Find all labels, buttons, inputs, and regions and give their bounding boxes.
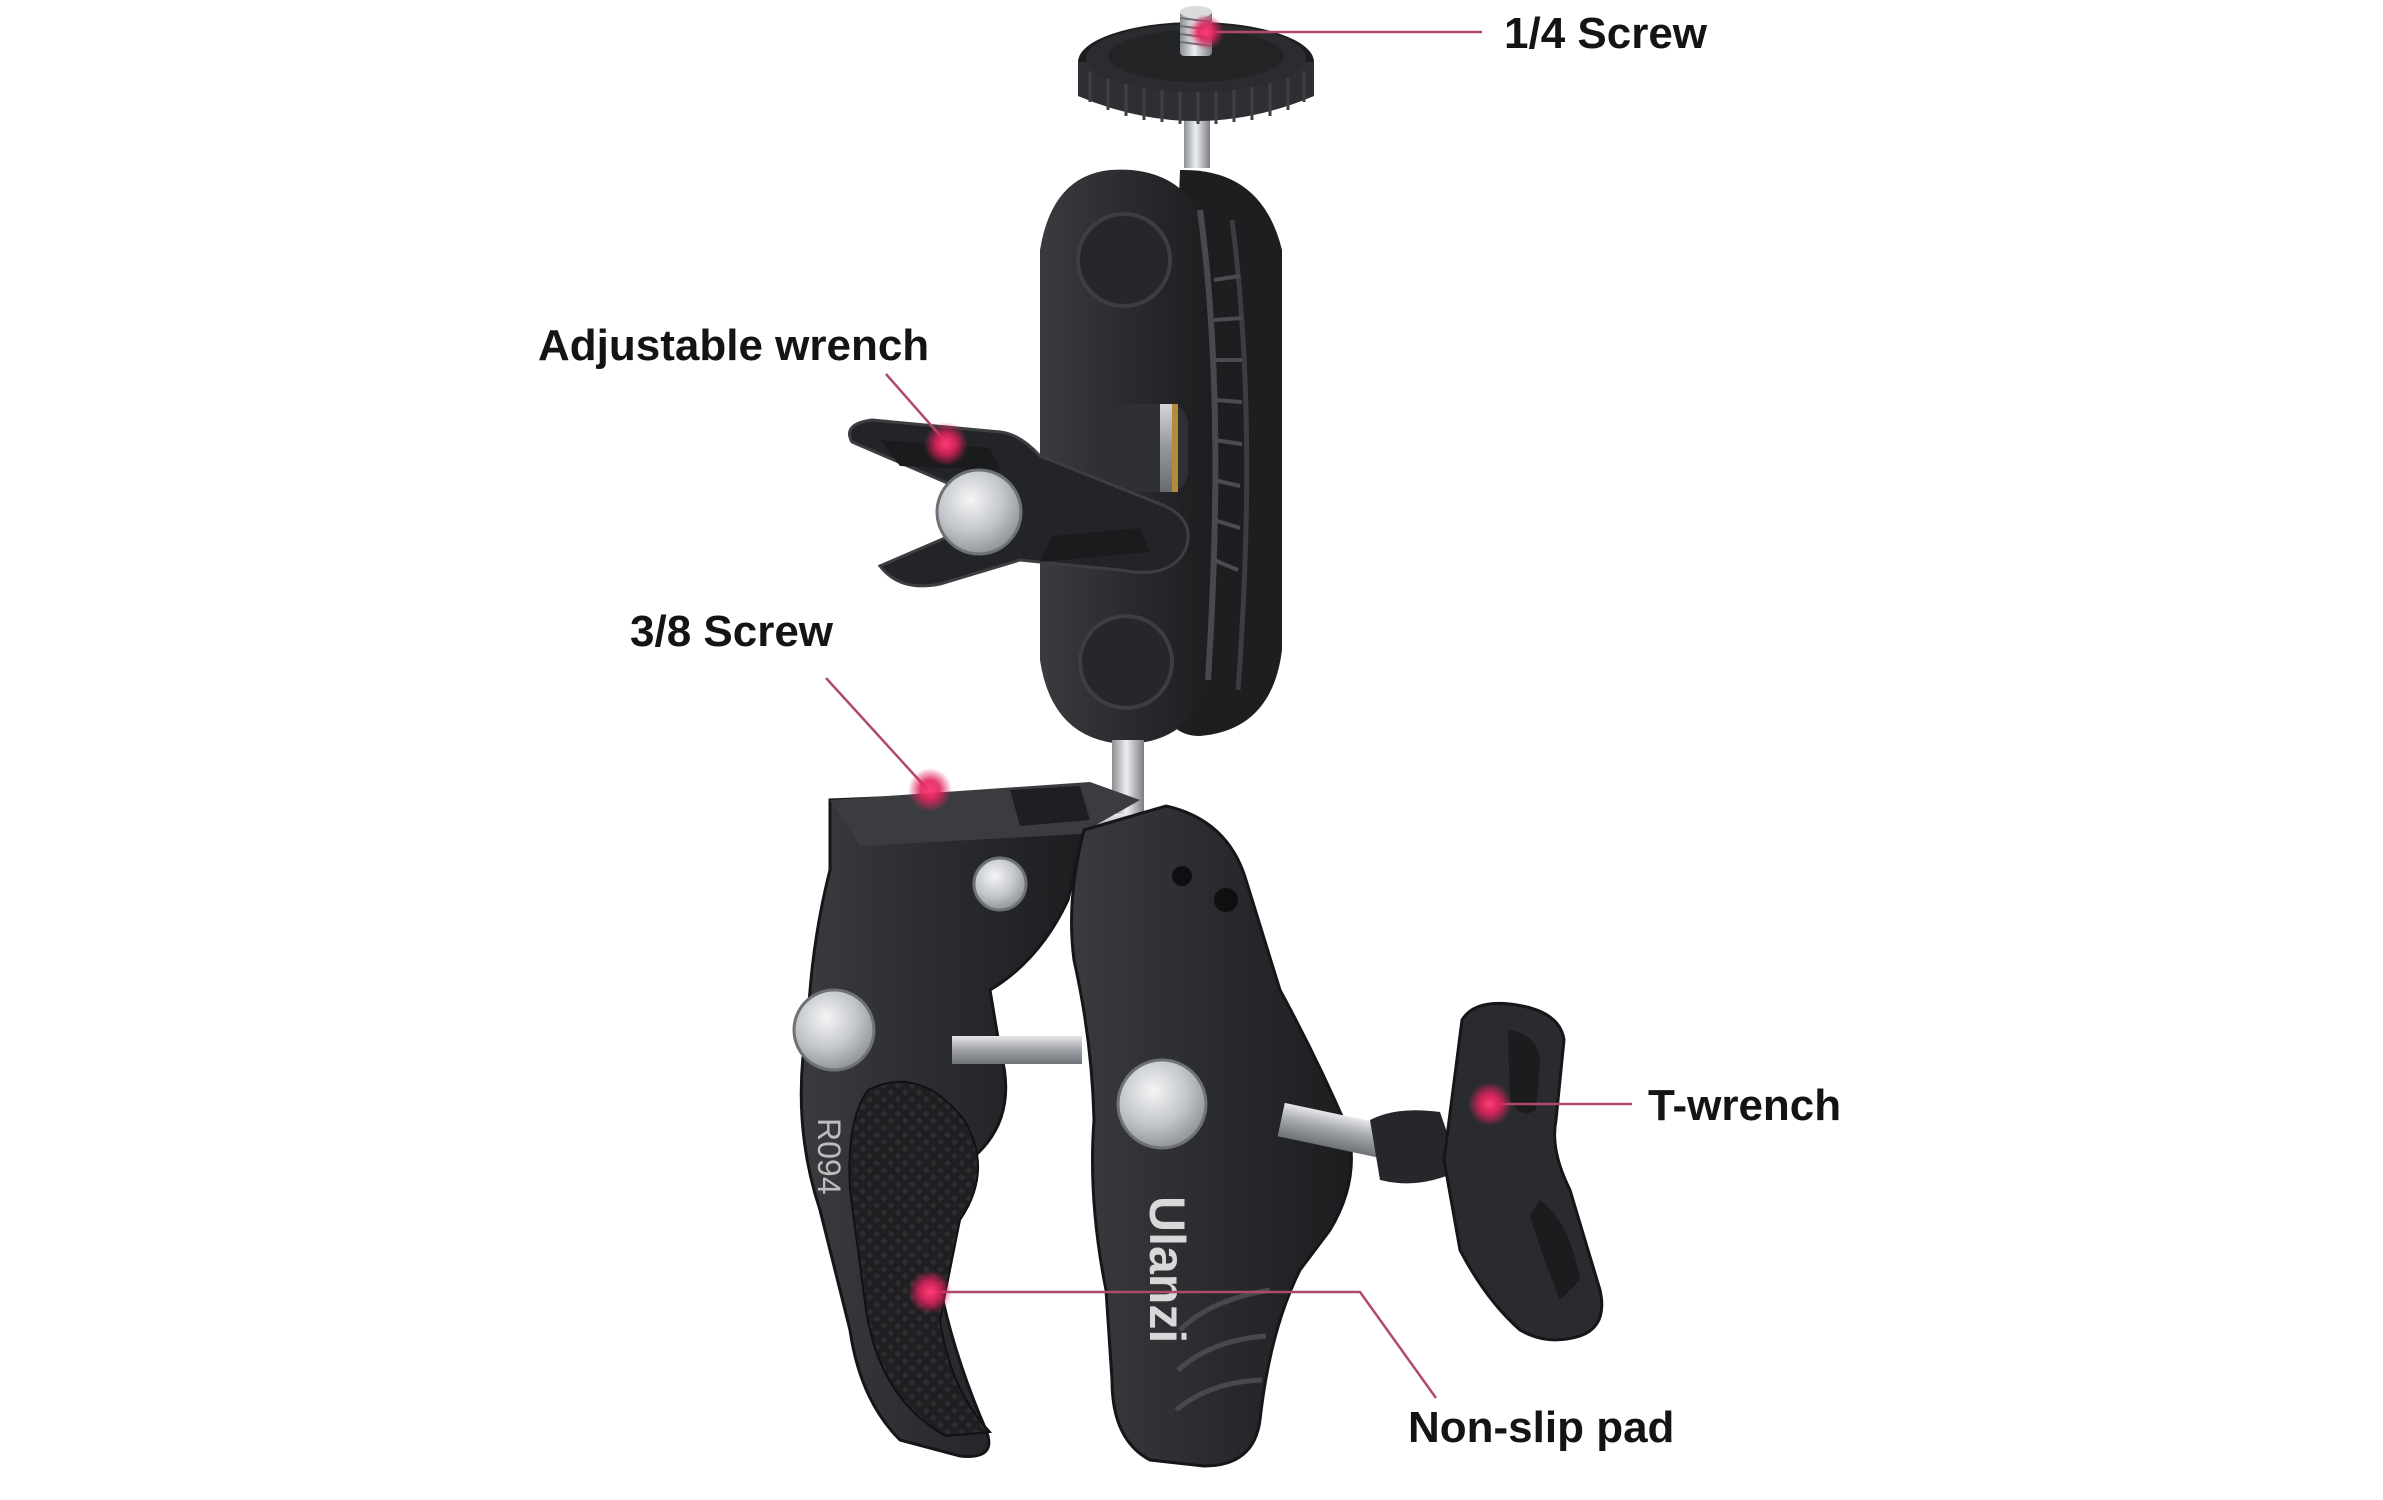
ball-stem-top: [1184, 118, 1210, 168]
dot-three-eighths-screw: [908, 768, 952, 812]
dot-adjustable-wrench: [924, 422, 968, 466]
jaw-hinge-pin: [972, 856, 1028, 912]
magic-arm: [1040, 169, 1282, 744]
dot-non-slip-pad: [908, 1270, 952, 1314]
model-text: R094: [811, 1118, 847, 1195]
label-adjustable-wrench: Adjustable wrench: [538, 321, 929, 370]
clamp-right-jaw: [1070, 804, 1353, 1468]
left-jaw-pivot: [792, 988, 876, 1072]
label-three-eighths-screw: 3/8 Screw: [630, 607, 834, 656]
wrench-screw-head: [935, 468, 1023, 556]
right-jaw-pivot: [1116, 1058, 1208, 1150]
arm-grip-ridges: [1213, 274, 1243, 572]
t-wrench-neck: [1370, 1110, 1460, 1184]
label-quarter-screw: 1/4 Screw: [1504, 9, 1708, 58]
t-wrench: [1370, 1001, 1604, 1342]
knurled-edge: [1088, 72, 1306, 124]
clamp-threaded-rod-left: [952, 1036, 1082, 1064]
arm-ball-top: [1076, 212, 1172, 308]
leader-three-eighths-screw: [825, 677, 929, 791]
threaded-hole-small: [1172, 866, 1192, 886]
non-slip-pad: [848, 1080, 993, 1438]
dot-t-wrench: [1468, 1082, 1512, 1126]
callout-leaders: [825, 30, 1632, 1399]
dot-quarter-screw: [1188, 14, 1224, 50]
callout-dots: [908, 14, 1512, 1314]
label-t-wrench: T-wrench: [1648, 1081, 1841, 1130]
leader-non-slip-pad: [930, 1290, 1438, 1399]
arm-ball-bottom: [1078, 614, 1174, 710]
clamp-threaded-rod-right: [1277, 1102, 1393, 1160]
brand-text: Ulanzi: [1139, 1196, 1195, 1343]
label-non-slip-pad: Non-slip pad: [1408, 1403, 1674, 1452]
super-clamp: Ulanzi R094: [792, 782, 1393, 1468]
